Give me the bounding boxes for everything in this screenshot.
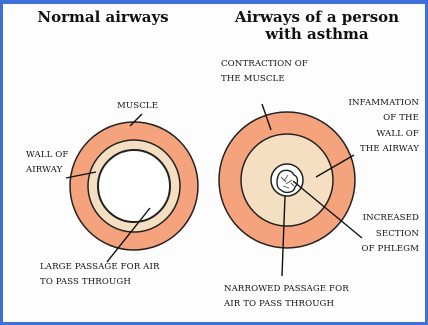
label-phlegm-line3: OF PHLEGM <box>340 243 419 256</box>
normal-passage <box>98 150 170 222</box>
asthma-airways-title-line2: with asthma <box>222 26 412 43</box>
label-wall-line2: AIRWAY <box>26 164 62 177</box>
label-contraction-line1: CONTRACTION OF <box>221 58 308 71</box>
label-phlegm-line2: SECTION <box>340 228 419 241</box>
label-wall-line1: WALL OF <box>26 149 68 162</box>
label-large-passage-line1: LARGE PASSAGE FOR AIR <box>40 261 160 274</box>
label-inflammation-line1: INFAMMATION <box>330 97 419 110</box>
label-narrowed-line1: NARROWED PASSAGE FOR <box>224 283 349 296</box>
normal-airway <box>70 122 198 250</box>
normal-airways-title: Normal airways <box>28 9 178 26</box>
label-inflammation-line4: THE AIRWAY <box>330 143 419 156</box>
label-muscle: MUSCLE <box>117 100 158 113</box>
label-narrowed-line2: AIR TO PASS THROUGH <box>224 298 334 311</box>
label-contraction-line2: THE MUSCLE <box>221 73 285 86</box>
label-phlegm-line1: INCREASED <box>340 212 419 225</box>
asthma-airways-title-line1: Airways of a person <box>222 9 412 26</box>
label-inflammation-line2: OF THE <box>330 112 419 125</box>
label-large-passage-line2: TO PASS THROUGH <box>40 276 131 289</box>
label-inflammation-line3: WALL OF <box>330 128 419 141</box>
